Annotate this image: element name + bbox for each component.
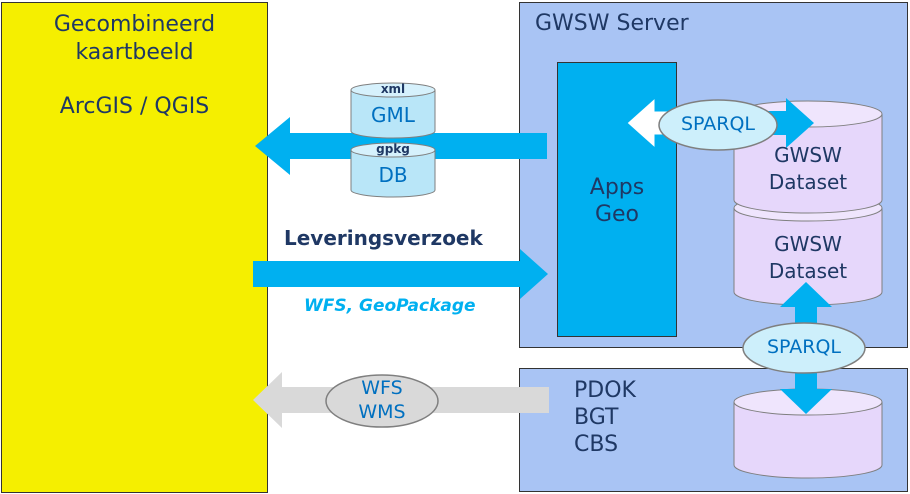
dataset-bottom-line2: Dataset (768, 259, 848, 283)
pdok-label: PDOK (574, 378, 636, 403)
cbs-label: CBS (574, 432, 619, 457)
sparql-bottom-ellipse (742, 322, 866, 374)
request-label: Leveringsverzoek (284, 226, 483, 250)
bgt-label: BGT (574, 405, 619, 430)
gwsw-server-title: GWSW Server (535, 11, 689, 36)
dataset-top-line2: Dataset (768, 170, 848, 194)
gml-cylinder (350, 82, 436, 139)
gml-label: GML (371, 103, 415, 127)
wfs-label: WFS (361, 377, 403, 399)
geo-label: Geo (594, 202, 640, 227)
db-label: DB (378, 163, 408, 187)
client-subtitle: ArcGIS / QGIS (59, 94, 210, 119)
db-cylinder (350, 142, 436, 198)
dataset-bottom-line1: GWSW (774, 232, 842, 256)
sparql-top-label: SPARQL (680, 113, 756, 135)
request-arrow-right (253, 249, 548, 299)
db-tag: gpkg (376, 142, 410, 156)
services-ellipse (325, 374, 439, 428)
request-formats: WFS, GeoPackage (304, 296, 476, 316)
client-panel (1, 2, 268, 493)
gml-tag: xml (380, 82, 406, 96)
wms-label: WMS (358, 401, 406, 423)
dataset-top-line1: GWSW (774, 143, 842, 167)
sparql-top-ellipse (658, 99, 778, 151)
apps-geo-box (557, 62, 677, 337)
sparql-bottom-label: SPARQL (766, 336, 842, 358)
client-title-line2: kaartbeeld (75, 40, 194, 65)
apps-label: Apps (589, 175, 645, 200)
client-title-line1: Gecombineerd (53, 12, 216, 37)
